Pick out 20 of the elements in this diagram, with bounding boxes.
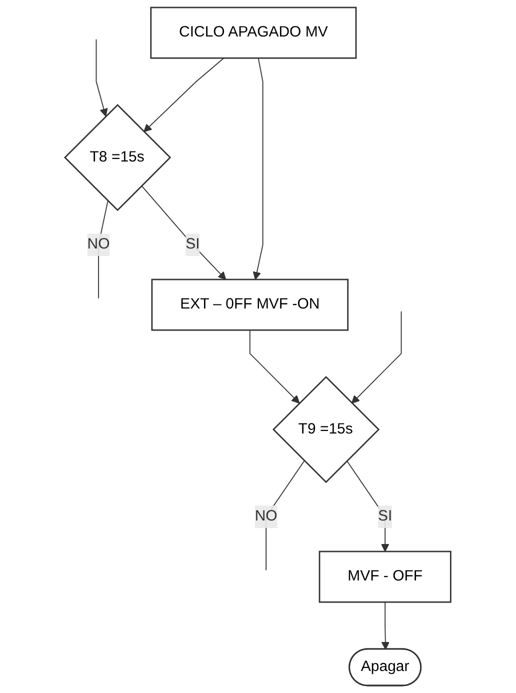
connector-line bbox=[98, 200, 109, 299]
arrow bbox=[381, 602, 390, 650]
arrow bbox=[346, 460, 390, 552]
arrow bbox=[96, 38, 108, 117]
decision-diamond: T9 =15s bbox=[272, 376, 380, 484]
arrow bbox=[352, 310, 402, 404]
process-box: MVF - OFF bbox=[318, 550, 452, 603]
arrow bbox=[144, 58, 224, 132]
edge-label: SI bbox=[378, 506, 392, 528]
process-box: CICLO APAGADO MV bbox=[150, 6, 357, 59]
arrow bbox=[253, 58, 264, 280]
connector-line bbox=[266, 460, 305, 571]
arrow bbox=[250, 330, 300, 404]
decision-diamond: T8 =15s bbox=[64, 104, 172, 212]
terminal-node: Apagar bbox=[348, 648, 422, 686]
edge-label: NO bbox=[255, 506, 278, 528]
edge-label: NO bbox=[87, 234, 110, 256]
arrow bbox=[141, 185, 226, 280]
edge-label: SI bbox=[186, 234, 200, 256]
process-box: EXT – 0FF MVF -ON bbox=[151, 278, 349, 331]
